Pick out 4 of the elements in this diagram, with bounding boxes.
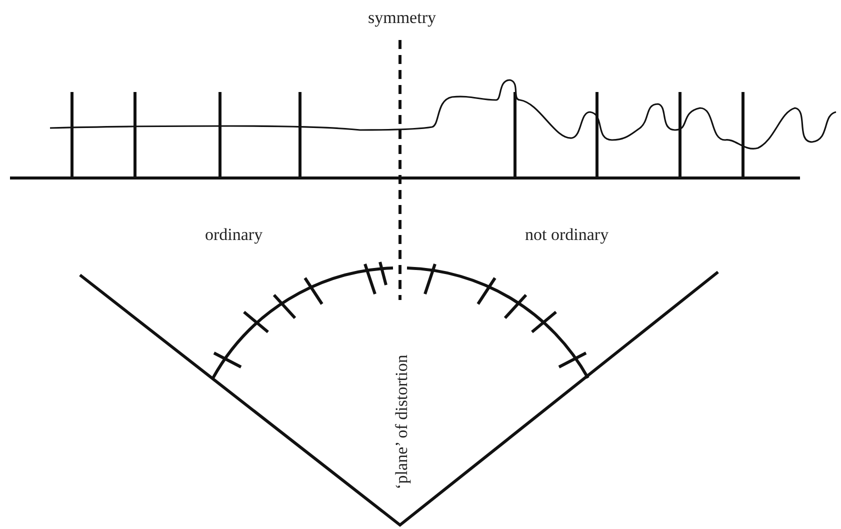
ordinary-label: ordinary — [205, 225, 263, 245]
symmetry-label: symmetry — [368, 8, 436, 28]
not-ordinary-label: not ordinary — [525, 225, 609, 245]
plane-of-distortion-label: ‘plane’ of distortion — [392, 354, 412, 492]
